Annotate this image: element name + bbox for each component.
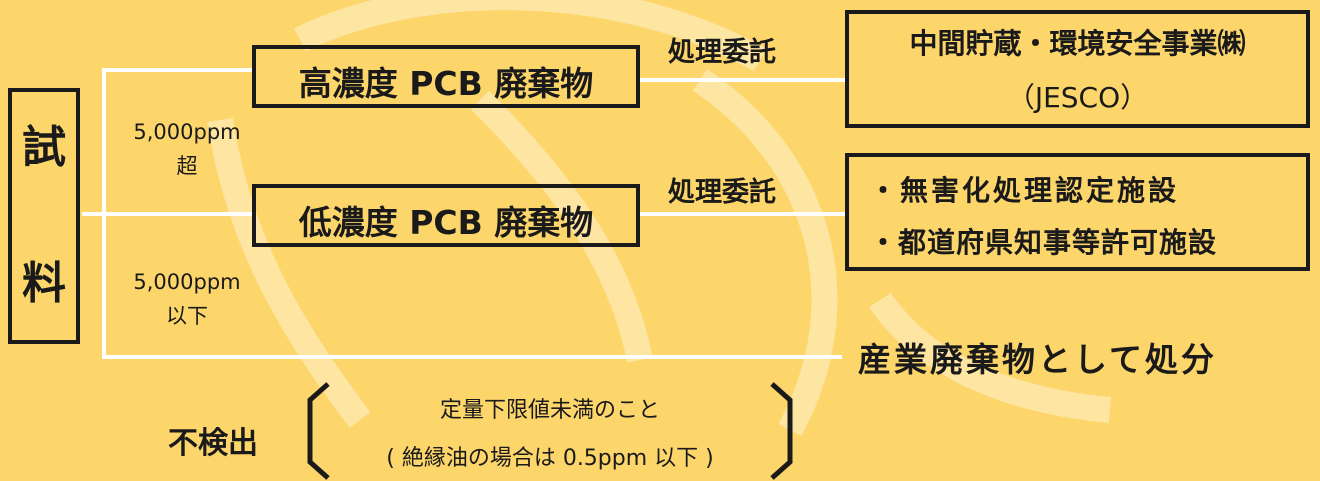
branch-high bbox=[102, 68, 252, 72]
low-to-facility-line bbox=[640, 212, 845, 216]
jesco-box: 中間貯蔵・環境安全事業㈱ （JESCO） bbox=[845, 10, 1310, 128]
facility-line-1: ・無害化処理認定施設 bbox=[869, 174, 1180, 207]
sample-char-1: 試 bbox=[22, 122, 66, 173]
sample-box: 試 料 bbox=[8, 88, 80, 344]
low-threshold: 5,000ppm bbox=[133, 270, 241, 294]
low-pcb-box: 低濃度 PCB 廃棄物 bbox=[252, 184, 640, 247]
jesco-line-2: （JESCO） bbox=[1006, 81, 1149, 114]
low-action-label: 処理委託 bbox=[668, 177, 776, 208]
not-detected-label: 不検出 bbox=[168, 426, 258, 461]
branch-industrial bbox=[102, 355, 842, 359]
branch-low bbox=[102, 212, 252, 216]
low-threshold-suffix: 以下 bbox=[166, 304, 208, 328]
high-pcb-label: 高濃度 PCB 廃棄物 bbox=[298, 64, 594, 103]
facility-line-2: ・都道府県知事等許可施設 bbox=[869, 226, 1218, 259]
not-detected-note-2: ( 絶縁油の場合は 0.5ppm 以下 ) bbox=[386, 446, 714, 471]
high-threshold: 5,000ppm bbox=[133, 120, 241, 144]
sample-connector bbox=[82, 212, 106, 216]
sample-char-2: 料 bbox=[22, 258, 66, 309]
high-to-jesco-line bbox=[640, 78, 845, 82]
high-action-label: 処理委託 bbox=[668, 37, 776, 68]
high-threshold-suffix: 超 bbox=[176, 154, 198, 178]
jesco-line-1: 中間貯蔵・環境安全事業㈱ bbox=[909, 27, 1246, 60]
industrial-waste-label: 産業廃棄物として処分 bbox=[858, 340, 1218, 379]
left-bracket bbox=[307, 382, 330, 480]
right-bracket bbox=[770, 382, 793, 480]
facility-box: ・無害化処理認定施設 ・都道府県知事等許可施設 bbox=[845, 153, 1310, 271]
not-detected-note-1: 定量下限値未満のこと bbox=[439, 398, 660, 423]
not-detected-brackets bbox=[307, 382, 793, 480]
high-pcb-box: 高濃度 PCB 廃棄物 bbox=[252, 45, 640, 108]
low-pcb-label: 低濃度 PCB 廃棄物 bbox=[298, 203, 594, 242]
